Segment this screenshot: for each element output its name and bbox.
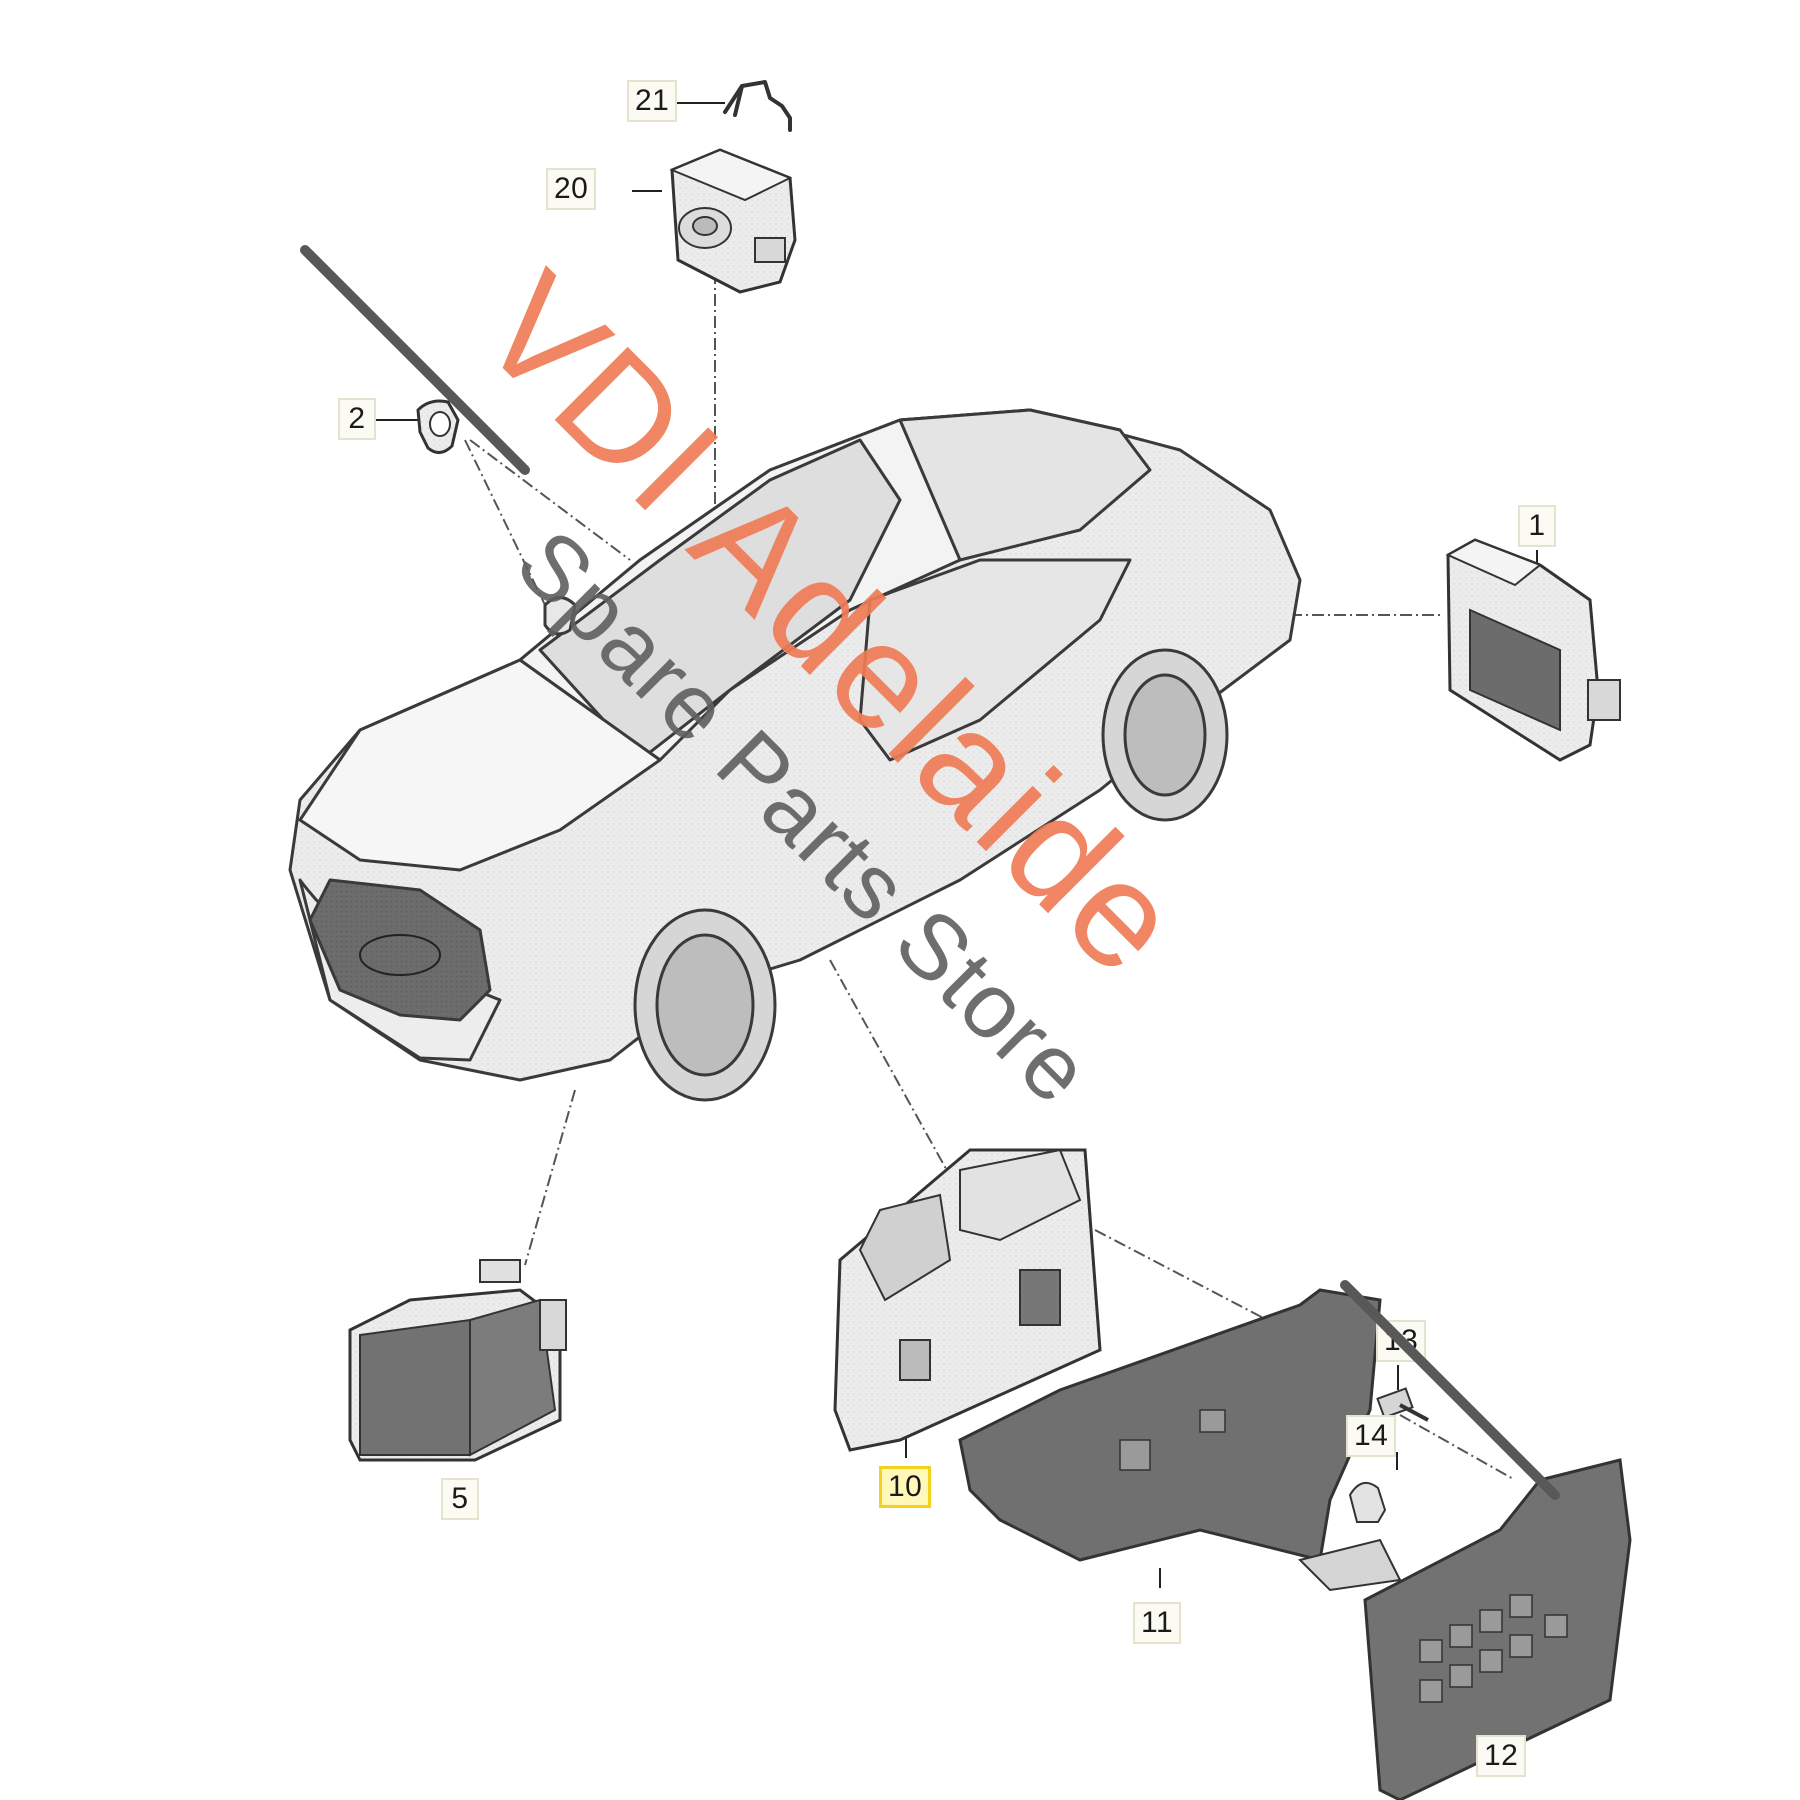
part-21-bracket	[723, 80, 792, 132]
watermark-bar-top	[300, 245, 530, 475]
callout-5[interactable]: 5	[441, 1478, 479, 1520]
part-2-clip	[416, 399, 460, 454]
callout-12[interactable]: 12	[1476, 1735, 1527, 1777]
leader-5	[524, 1089, 576, 1266]
part-5-module	[348, 1259, 567, 1462]
car-illustration	[288, 408, 1302, 1102]
part-10-ecu	[833, 1148, 1102, 1452]
part-13-bolt	[1376, 1387, 1429, 1422]
callout-1[interactable]: 1	[1518, 505, 1556, 547]
callout-11[interactable]: 11	[1133, 1602, 1182, 1644]
callout-14[interactable]: 14	[1346, 1415, 1397, 1457]
leader-2b	[469, 439, 631, 561]
part-20-module	[669, 148, 797, 294]
callout-2[interactable]: 2	[338, 398, 376, 440]
part-11-bracket	[958, 1288, 1402, 1592]
leader-12	[1399, 1414, 1516, 1481]
part-1-module	[1445, 538, 1621, 762]
leader-10	[829, 959, 956, 1186]
part-14-nut	[1348, 1481, 1387, 1523]
callout-10[interactable]: 10	[879, 1466, 932, 1508]
watermark-bar-bottom	[1340, 1280, 1560, 1500]
callout-20[interactable]: 20	[546, 168, 597, 210]
callout-21[interactable]: 21	[627, 80, 678, 122]
part-12-holder	[1363, 1458, 1632, 1800]
leader-2a	[464, 439, 546, 606]
